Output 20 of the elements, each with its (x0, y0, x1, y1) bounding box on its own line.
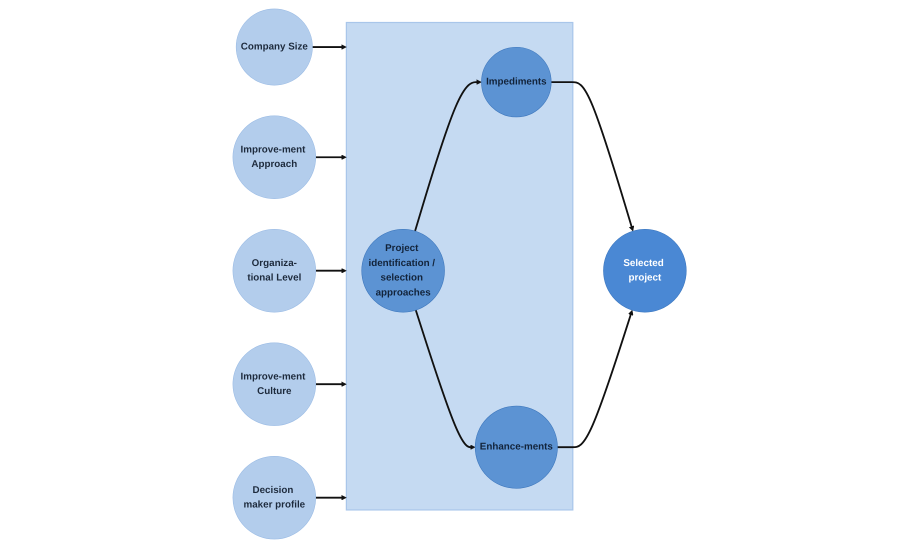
arrow (316, 154, 348, 160)
diagram-drawing: Company Size Improve-ment Approach Organiza-tional Level Improve-ment Culture Decision maker profile Project identification / selection approaches Impediments Enhance-ments Selected project (228, 4, 692, 544)
node-circle (482, 46, 552, 118)
node-circle (604, 229, 687, 312)
node-circle (236, 8, 314, 86)
arrow (316, 494, 348, 500)
arrow (415, 310, 476, 450)
node-circle (475, 406, 558, 489)
node-circle (233, 456, 316, 540)
arrow (312, 44, 348, 50)
node-circle (233, 116, 316, 199)
node-circle (362, 229, 446, 312)
node-circle (233, 229, 316, 312)
arrow (414, 79, 482, 232)
arrow (316, 268, 348, 274)
arrow (558, 310, 634, 448)
cluster (346, 22, 574, 511)
arrow (552, 81, 635, 232)
node-circle (233, 342, 316, 426)
arrow (316, 382, 348, 387)
